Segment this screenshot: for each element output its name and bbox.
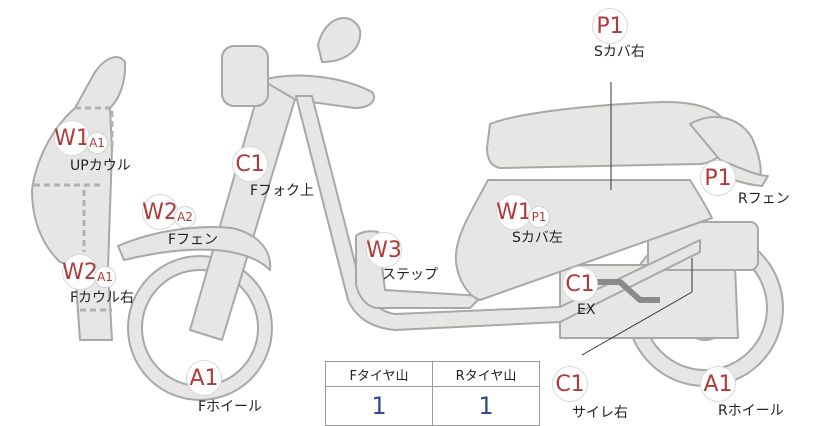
sub-damage-code-badge: A1 — [94, 266, 116, 288]
damage-code-badge: C1 — [232, 146, 268, 182]
damage-code-badge: W1 — [54, 120, 90, 156]
front-fender-shape — [117, 225, 272, 271]
headlight — [221, 45, 269, 107]
rear-tire-header: Rタイヤ山 — [432, 361, 540, 387]
damage-code-badge: W3 — [366, 232, 402, 268]
f-wheel-label: Fホイール — [198, 399, 263, 415]
silencer-right-code-badges: C1 — [552, 366, 588, 402]
f-wheel-code-badges: A1 — [186, 360, 222, 396]
damage-code-badge: A1 — [186, 360, 222, 396]
tire-table-header-row: Fタイヤ山 Rタイヤ山 — [325, 361, 540, 387]
mirror — [317, 17, 362, 63]
r-wheel-code-badges: A1 — [700, 366, 736, 402]
f-cowl-right-label: Fカウル右 — [70, 290, 135, 306]
tire-tread-table: Fタイヤ山 Rタイヤ山 1 1 — [325, 361, 540, 426]
exhaust-pipe — [580, 279, 660, 303]
front-tire-header: Fタイヤ山 — [325, 361, 433, 387]
damage-code-badge: W2 — [62, 254, 98, 290]
s-cover-right-label: Sカバ右 — [594, 44, 645, 60]
r-wheel-label: Rホイール — [718, 403, 784, 419]
damage-code-badge: P1 — [592, 8, 628, 44]
tire-table-value-row: 1 1 — [325, 386, 540, 426]
damage-code-badge: C1 — [552, 366, 588, 402]
up-cowl-guide — [75, 106, 114, 150]
silencer-leader-2 — [581, 291, 693, 356]
s-cover-left-label: Sカバ左 — [512, 230, 563, 246]
sub-damage-code-badge: A1 — [86, 132, 108, 154]
f-fender-label: Fフェン — [168, 232, 219, 248]
r-fender-label: Rフェン — [738, 191, 790, 207]
sub-damage-code-badge: A2 — [174, 206, 196, 228]
silencer-right-label: サイレ右 — [572, 405, 628, 421]
r-fender-code-badges: P1 — [700, 160, 736, 196]
damage-code-badge: P1 — [700, 160, 736, 196]
exhaust-label: EX — [577, 302, 596, 318]
sub-damage-code-badge: P1 — [528, 206, 550, 228]
front-tire-value: 1 — [325, 386, 433, 426]
step-label: ステップ — [382, 267, 438, 283]
f-fork-upper-label: Fフォク上 — [250, 183, 315, 199]
exhaust-code-badges: C1 — [562, 266, 598, 302]
damage-code-badge: W2 — [142, 194, 178, 230]
s-cover-right-code-badges: P1 — [592, 8, 628, 44]
f-fork-upper-code-badges: C1 — [232, 146, 268, 182]
rear-tire-value: 1 — [432, 386, 540, 426]
damage-code-badge: A1 — [700, 366, 736, 402]
seat — [486, 101, 730, 169]
damage-code-badge: W1 — [496, 194, 532, 230]
handlebar-stem — [261, 74, 375, 109]
damage-code-badge: C1 — [562, 266, 598, 302]
up-cowl-label: UPカウル — [70, 158, 131, 174]
step-code-badges: W3 — [366, 232, 402, 268]
